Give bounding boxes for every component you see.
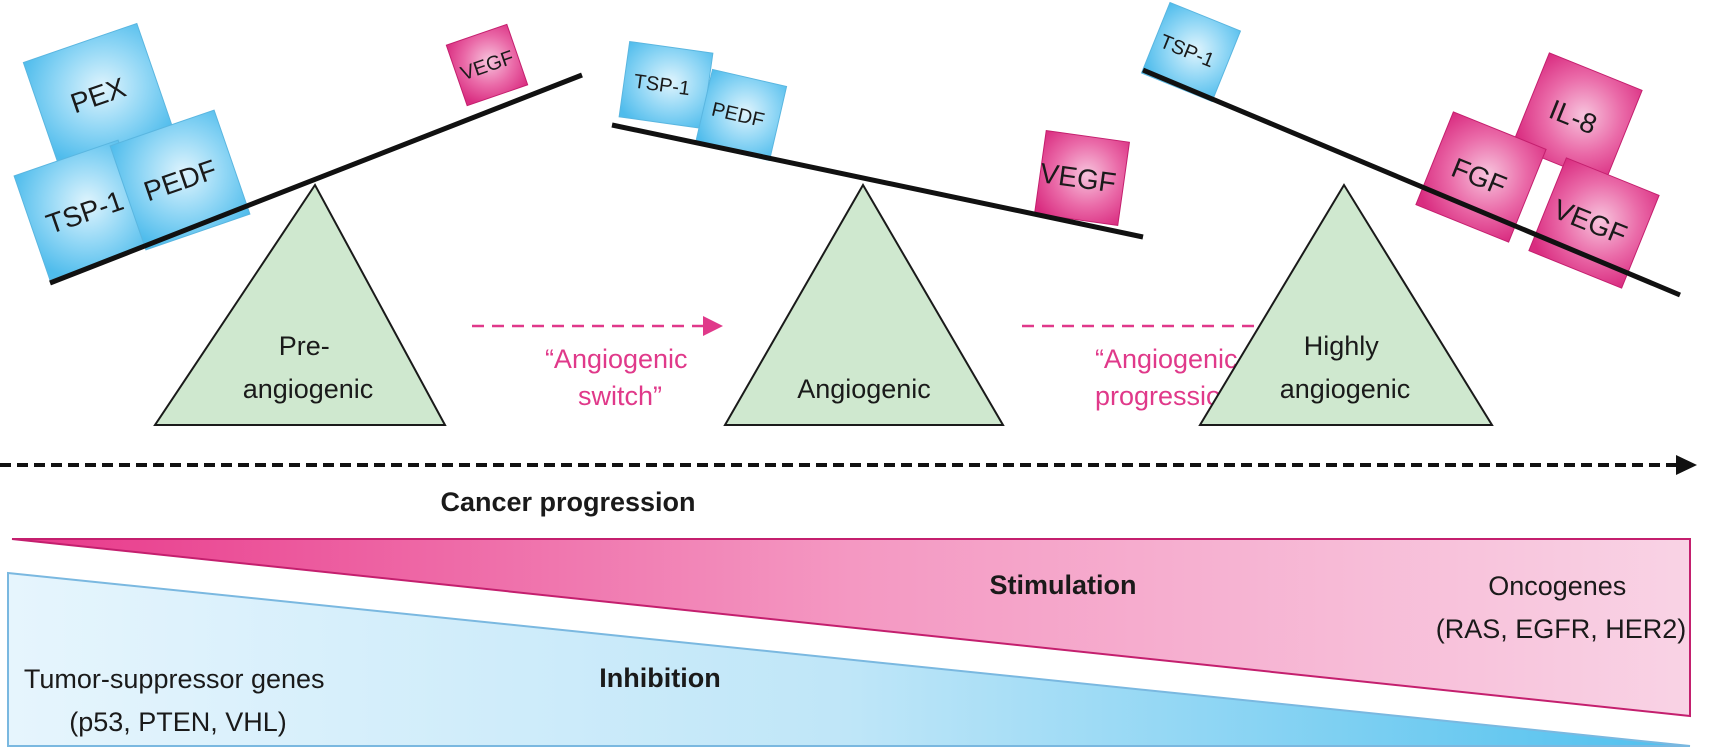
arrow-head-icon: [703, 316, 723, 336]
stimulation-label: Stimulation: [990, 570, 1137, 600]
stage-pre-angiogenic: PEX TSP-1 PEDF VEGF Pre- angiogenic: [13, 22, 583, 426]
stimulator-block-vegf: VEGF: [1528, 157, 1660, 289]
stage-angiogenic: TSP-1 PEDF VEGF Angiogenic: [611, 40, 1144, 426]
inhibitor-block-pedf: PEDF: [694, 68, 788, 162]
stage-highly-angiogenic: TSP-1 IL-8 FGF VEGF Highly angiogenic: [1140, 1, 1681, 426]
stimulator-block-fgf: FGF: [1415, 111, 1547, 243]
inhibitor-block-tsp1: TSP-1: [1140, 1, 1242, 103]
transition-label: “Angiogenic switch”: [545, 344, 695, 411]
stimulator-block-vegf: VEGF: [1033, 129, 1131, 227]
seesaw-beam: [49, 72, 583, 286]
inhibitor-block-tsp1: TSP-1: [618, 40, 714, 130]
arrow-head-icon: [1676, 455, 1697, 475]
inhibition-wedge: Inhibition Tumor-suppressor genes (p53, …: [7, 571, 1691, 747]
fulcrum-triangle: [1198, 183, 1494, 426]
inhibitor-block-pex: PEX: [22, 22, 174, 168]
seesaw-beam: [1142, 67, 1681, 298]
stage-label: Angiogenic: [797, 374, 931, 404]
tumor-suppressor-label: Tumor-suppressor genes (p53, PTEN, VHL): [24, 664, 332, 737]
inhibition-label: Inhibition: [599, 663, 720, 693]
cancer-progression-axis: Cancer progression: [0, 455, 1697, 517]
transition-angiogenic-switch: “Angiogenic switch”: [472, 316, 723, 411]
progression-label: Cancer progression: [440, 487, 695, 517]
oncogenes-label: Oncogenes (RAS, EGFR, HER2): [1436, 571, 1687, 644]
fulcrum-triangle: [153, 183, 447, 426]
inhibitor-block-tsp1: TSP-1: [13, 139, 155, 281]
stage-label: Highly angiogenic: [1280, 331, 1411, 404]
inhibitor-block-pedf: PEDF: [109, 109, 251, 251]
fulcrum-triangle: [723, 183, 1005, 426]
stage-label: Pre- angiogenic: [243, 331, 374, 404]
stimulation-wedge: Stimulation Oncogenes (RAS, EGFR, HER2): [11, 538, 1691, 718]
stimulation-gradient-shape: [11, 538, 1691, 718]
inhibition-gradient-shape: [7, 571, 1691, 747]
stimulator-block-vegf: VEGF: [445, 23, 529, 107]
seesaw-beam: [611, 122, 1144, 240]
